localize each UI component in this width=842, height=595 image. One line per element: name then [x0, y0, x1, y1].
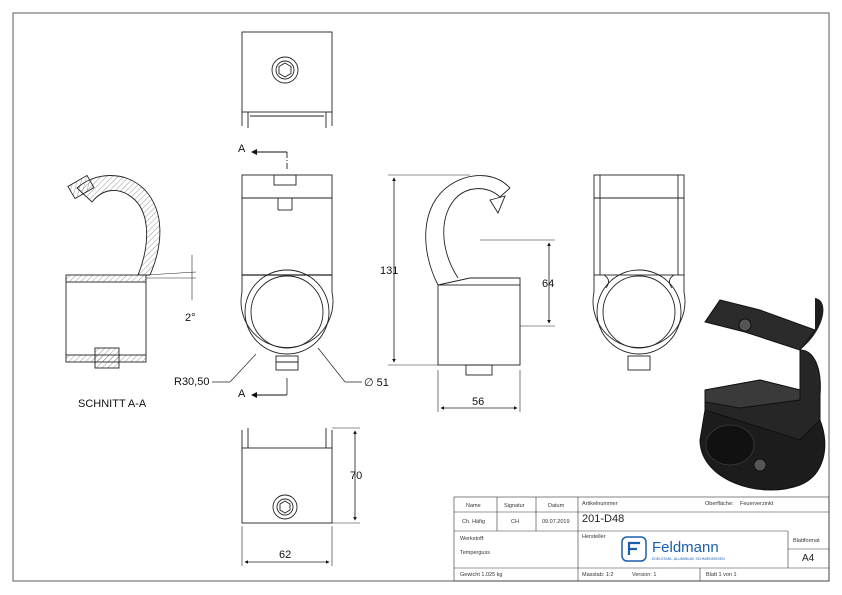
massstab: Masstab: 1:2: [582, 572, 614, 578]
logo-text: Feldmann: [652, 539, 719, 556]
oberflaeche-value: Feuerverzinkt: [740, 501, 774, 507]
diameter-leader: [317, 347, 362, 383]
logo-mark: [621, 536, 647, 562]
diameter-label: ∅ 51: [364, 377, 389, 389]
col-signatur: Signatur: [504, 503, 525, 509]
section-view: [65, 174, 197, 369]
radius-leader: [212, 353, 257, 383]
blattformat-label: Blattformat: [793, 538, 820, 544]
artikel-value: 201-D48: [582, 513, 625, 525]
bottom-view: [241, 428, 333, 524]
rear-view: [592, 174, 686, 371]
angle-label: 2°: [185, 312, 196, 324]
front-view: [240, 152, 334, 371]
cut-mark-bottom: A: [238, 388, 246, 400]
radius-label: R30,50: [174, 376, 210, 388]
title-block: [453, 496, 830, 582]
oberflaeche-label: Oberfläche:: [705, 501, 734, 507]
logo-sub: EDELSTAHL, ALUMINIUM, SCHMIEDEEISEN: [652, 557, 725, 561]
row-datum: 09.07.2019: [542, 519, 570, 525]
top-view: [241, 31, 333, 128]
version: Version: 1: [632, 572, 657, 578]
section-label: SCHNITT A-A: [78, 398, 147, 410]
height-bottom-label: 70: [350, 470, 363, 482]
blatt: Blatt 1 von 1: [706, 572, 737, 578]
col-name: Name: [466, 503, 481, 509]
height-total-label: 131: [380, 265, 399, 277]
render-3d: [699, 298, 826, 491]
artikel-label: Artikelnummer: [582, 501, 618, 507]
row-signatur: CH: [511, 519, 519, 525]
height-mid-label: 64: [542, 278, 555, 290]
col-datum: Datum: [548, 503, 565, 509]
hersteller-label: Hersteller: [582, 534, 606, 540]
sheet-border: [12, 12, 830, 582]
cut-mark-top: A: [238, 143, 246, 155]
werkstoff-value: Temperguss: [460, 550, 490, 556]
row-name: Ch. Häfig: [462, 519, 485, 525]
width-side-label: 56: [472, 396, 485, 408]
bottom-dimensions: [241, 427, 360, 566]
side-dimensions: [388, 174, 555, 412]
cut-arrow-bottom: [251, 378, 288, 398]
werkstoff-label: Werkstoff:: [460, 536, 485, 542]
side-view: [425, 175, 521, 376]
gewicht: Gewicht 1.025 kg: [460, 572, 503, 578]
blattformat-value: A4: [802, 553, 815, 564]
width-bottom-label: 62: [279, 549, 292, 561]
